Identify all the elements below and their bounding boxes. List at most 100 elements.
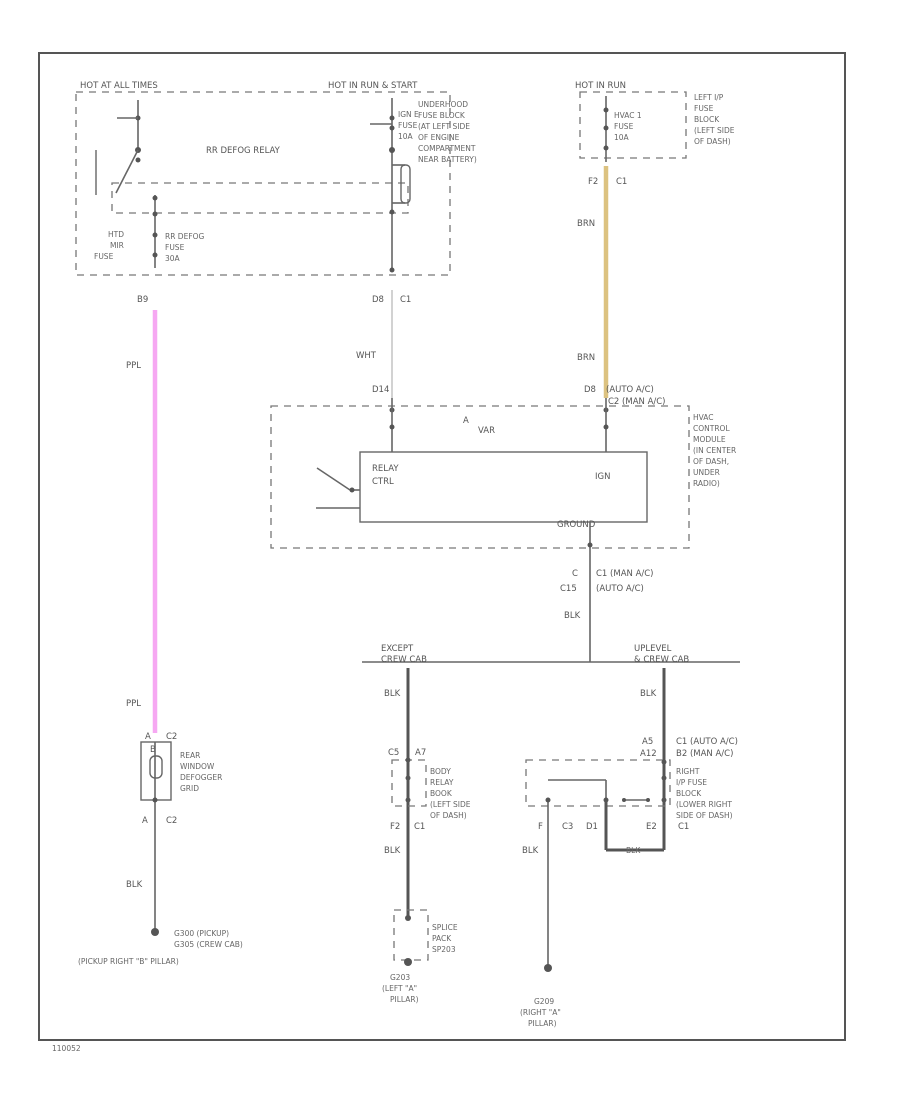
rr-defog-fuse-3: 30A (165, 254, 181, 263)
hvac-control-module (270, 405, 690, 549)
hvac1-fuse-3: 10A (614, 133, 630, 142)
grid-b: B (150, 745, 156, 755)
ppl-label-1: PPL (126, 361, 141, 371)
ign-label: IGN (595, 472, 610, 482)
pin-a: A (463, 416, 469, 426)
rh-desc-1: RIGHT (676, 767, 700, 776)
hvac-desc-6: UNDER (693, 468, 720, 477)
splice-desc-3: SP203 (432, 945, 456, 954)
underhood-desc-2: FUSE BLOCK (418, 111, 466, 120)
g300-2: G305 (CREW CAB) (174, 940, 243, 949)
underhood-desc-3: (AT LEFT SIDE (418, 122, 470, 131)
blk-jumper-label: BLK (626, 846, 641, 855)
ground-label: GROUND (557, 520, 596, 530)
conn-c15-auto: (AUTO A/C) (596, 584, 644, 594)
rh-desc-3: BLOCK (676, 789, 702, 798)
rh-f: F (538, 822, 543, 832)
relay-ctrl-2: CTRL (372, 477, 394, 487)
htd-mir-label-3: FUSE (94, 252, 114, 261)
rh-desc-2: I/P FUSE (676, 778, 707, 787)
diagram-frame (38, 52, 846, 1041)
right-ip-fuse-block (525, 759, 671, 807)
blk-left2-label: BLK (384, 846, 401, 856)
blk-main-label: BLK (564, 611, 581, 621)
grid-desc-2: WINDOW (180, 762, 215, 771)
g209-3: PILLAR) (528, 1019, 557, 1028)
rh-e2: E2 (646, 822, 657, 832)
conn-b9: B9 (137, 295, 148, 305)
grid-element (149, 755, 163, 779)
hvac1-fuse-2: FUSE (614, 122, 634, 131)
underhood-desc-4: OF ENGINE (418, 133, 460, 142)
ign-e-fuse-3: 10A (398, 132, 414, 141)
rr-defog-fuse-1: RR DEFOG (165, 232, 205, 241)
blk-rear-label: BLK (126, 880, 143, 890)
conn-c1-lh: C1 (616, 177, 627, 187)
uplevel-2: & CREW CAB (634, 655, 689, 665)
except-1: EXCEPT (381, 644, 414, 654)
defogger-grid (140, 741, 172, 801)
body-c5: C5 (388, 748, 399, 758)
except-2: CREW CAB (381, 655, 427, 665)
conn-d14: D14 (372, 385, 389, 395)
grid-a2: A (142, 816, 148, 826)
var-label: VAR (478, 426, 495, 436)
relay-ctrl-1: RELAY (372, 464, 399, 474)
blk-right2-label: BLK (522, 846, 539, 856)
hvac-desc-2: CONTROL (693, 424, 730, 433)
underhood-desc-1: UNDERHOOD (418, 100, 468, 109)
conn-d8-top: D8 (372, 295, 384, 305)
rr-defog-fuse-2: FUSE (165, 243, 185, 252)
rh-c3: C3 (562, 822, 573, 832)
hot-at-all-times-label: HOT AT ALL TIMES (80, 81, 158, 91)
rh-c1auto: C1 (AUTO A/C) (676, 737, 738, 747)
rh-b2man: B2 (MAN A/C) (676, 749, 733, 759)
blk-right-label: BLK (640, 689, 657, 699)
body-desc-4: (LEFT SIDE (430, 800, 471, 809)
hvac-desc-3: MODULE (693, 435, 726, 444)
rh-a12: A12 (640, 749, 657, 759)
diagram-code: 110052 (52, 1044, 81, 1053)
conn-c1-top: C1 (400, 295, 411, 305)
splice-pack (393, 909, 429, 961)
rr-defog-relay-label: RR DEFOG RELAY (206, 146, 281, 156)
grid-desc-1: REAR (180, 751, 200, 760)
grid-desc-3: DEFOGGER (180, 773, 222, 782)
splice-desc-2: PACK (432, 934, 452, 943)
lh-desc-3: BLOCK (694, 115, 720, 124)
g203-3: PILLAR) (390, 995, 419, 1004)
hvac-desc-1: HVAC (693, 413, 714, 422)
body-desc-3: BOOK (430, 789, 453, 798)
grid-a: A (145, 732, 151, 742)
auto-ac-label: (AUTO A/C) (606, 385, 654, 395)
ign-e-fuse-2: FUSE (398, 121, 418, 130)
rh-a5: A5 (642, 737, 653, 747)
ppl-label-2: PPL (126, 699, 141, 709)
hot-in-run-label: HOT IN RUN (575, 81, 626, 91)
blk-left-label: BLK (384, 689, 401, 699)
relay-coil (400, 164, 411, 204)
conn-c-hvac: C (572, 569, 578, 579)
g203-1: G203 (390, 973, 410, 982)
g203-2: (LEFT "A" (382, 984, 417, 993)
rh-c1: C1 (678, 822, 689, 832)
conn-f2-top: F2 (588, 177, 598, 187)
underhood-desc-5: COMPARTMENT (418, 144, 476, 153)
hvac-inner-box (359, 451, 648, 523)
body-desc-1: BODY (430, 767, 451, 776)
grid-c2b: C2 (166, 816, 177, 826)
wht-label: WHT (356, 351, 377, 361)
grid-c2: C2 (166, 732, 177, 742)
lh-desc-5: OF DASH) (694, 137, 731, 146)
body-desc-5: OF DASH) (430, 811, 467, 820)
grid-desc-4: GRID (180, 784, 199, 793)
conn-d8-hvac: D8 (584, 385, 596, 395)
conn-c1-man: C1 (MAN A/C) (596, 569, 654, 579)
brn-label-1: BRN (577, 219, 595, 229)
rh-desc-5: SIDE OF DASH) (676, 811, 733, 820)
lh-desc-2: FUSE (694, 104, 714, 113)
hvac-desc-7: RADIO) (693, 479, 720, 488)
lh-desc-1: LEFT I/P (694, 93, 724, 102)
ign-e-fuse-1: IGN E (398, 110, 419, 119)
